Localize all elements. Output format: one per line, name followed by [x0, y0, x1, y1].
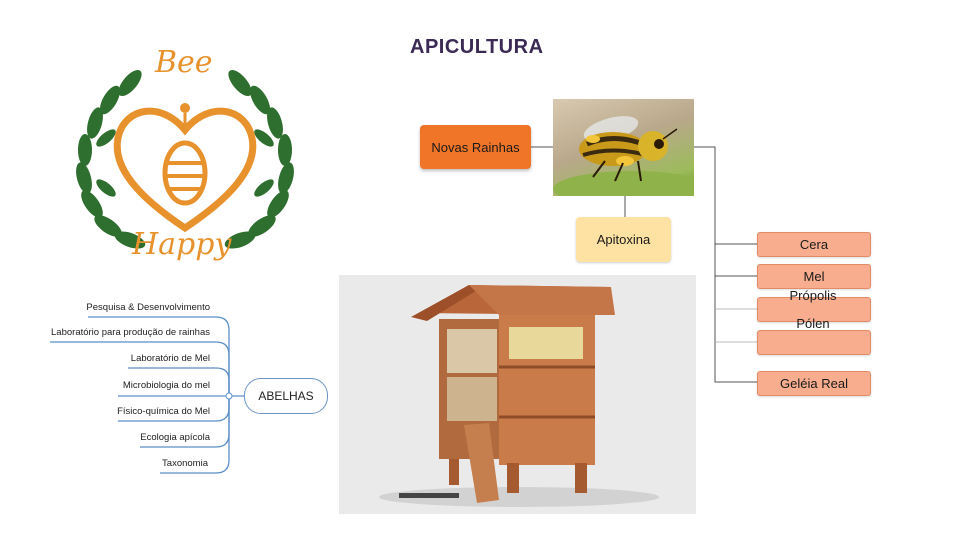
mindmap-branch: Laboratório de Mel: [130, 353, 210, 364]
product-label-propolis: Própolis: [789, 288, 837, 303]
product-box-propolis: [757, 297, 871, 322]
product-label: Cera: [799, 237, 829, 252]
product-box-polen: [757, 330, 871, 355]
product-label: Mel: [803, 269, 825, 284]
bee-photo: [553, 99, 694, 196]
beehive-photo: [339, 275, 696, 514]
laurel-wreath-icon: [76, 69, 294, 249]
mindmap-center-node: ABELHAS: [244, 378, 328, 414]
bee-happy-logo: Bee Happy: [60, 38, 310, 270]
product-label: Geléia Real: [780, 376, 848, 391]
svg-text:Bee: Bee: [154, 45, 213, 80]
product-box-cera: Cera: [757, 232, 871, 257]
mindmap-branch: Laboratório para produção de rainhas: [51, 327, 210, 338]
page-title: APICULTURA: [410, 36, 544, 58]
mindmap-center-label: ABELHAS: [258, 389, 314, 403]
novas-rainhas-label: Novas Rainhas: [431, 139, 520, 155]
mindmap-branch: Microbiologia do mel: [122, 380, 210, 391]
mindmap-branch: Ecologia apícola: [140, 432, 210, 443]
product-box-mel: Mel: [757, 264, 871, 289]
apitoxina-label: Apitoxina: [596, 232, 651, 247]
mindmap-branch: Taxonomia: [162, 458, 208, 469]
mindmap-branch: Físico-química do Mel: [117, 406, 210, 417]
novas-rainhas-box: Novas Rainhas: [420, 125, 531, 169]
product-label-polen: Pólen: [796, 316, 830, 331]
apitoxina-box: Apitoxina: [576, 217, 671, 262]
svg-text:Happy: Happy: [131, 227, 232, 262]
product-box-geleia-real: Geléia Real: [757, 371, 871, 396]
mindmap-branch: Pesquisa & Desenvolvimento: [86, 302, 210, 313]
